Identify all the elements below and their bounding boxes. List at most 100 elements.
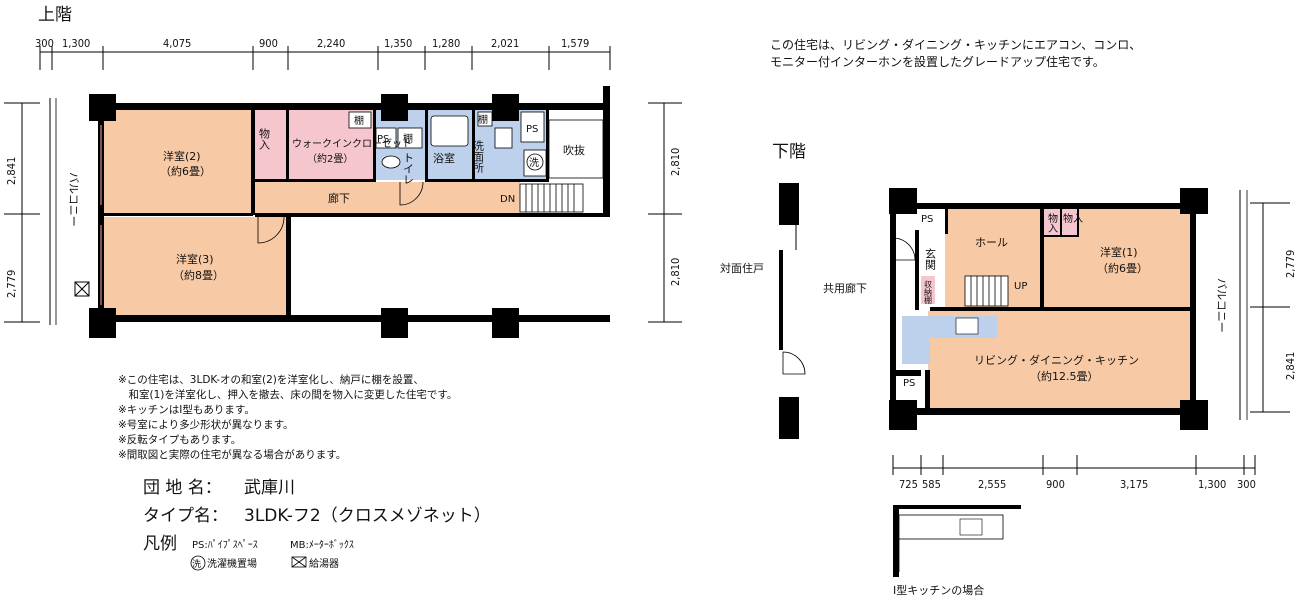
- dim-bottom-2: 585: [922, 478, 941, 491]
- legend-ps: PS:ﾊﾟｲﾌﾟｽﾍﾟｰｽ: [192, 539, 258, 551]
- up-label: UP: [1014, 281, 1027, 292]
- storage-label: 物入: [258, 127, 271, 150]
- dim-top-2: 1,300: [62, 37, 90, 50]
- corridor-area: [255, 182, 520, 214]
- storage-label-2: 物入: [1063, 212, 1083, 225]
- lower-dimension-right: 2,779 2,841: [1250, 202, 1297, 413]
- western2-label: 洋室(2): [163, 149, 201, 163]
- upper-balcony-label: バルコニー: [67, 172, 80, 227]
- legend-washer-icon-label: 洗: [192, 558, 201, 570]
- opposite-unit-wall: [779, 183, 806, 439]
- washer-icon: [526, 153, 544, 171]
- washroom-label: 洗面所: [472, 140, 485, 174]
- water-heater-icon: [74, 281, 90, 297]
- sink-icon: [955, 317, 979, 335]
- dim-top-4: 900: [259, 37, 278, 50]
- dim-lower-right-1: 2,779: [1284, 250, 1297, 278]
- ldk-label: リビング・ダイニング・キッチン: [974, 353, 1139, 367]
- dim-top-1: 300: [35, 37, 54, 50]
- ps-label-2: PS: [526, 124, 538, 135]
- upper-dimension-left: 2,841 2,779: [4, 102, 40, 323]
- upper-dimension-right: 2,810 2,810: [648, 102, 682, 323]
- entrance-label: 玄関: [924, 247, 937, 270]
- upper-walls: [89, 86, 610, 338]
- ps-label-1: PS: [377, 134, 389, 145]
- walkin-label: ウォークインクローゼット: [292, 138, 412, 150]
- dim-bottom-7: 300: [1237, 478, 1256, 491]
- dim-top-6: 1,350: [384, 37, 412, 50]
- bath-label: 浴室: [433, 151, 455, 165]
- legend-washer: 洗濯機置場: [207, 557, 257, 570]
- note-5: ※反転タイプもあります。: [118, 434, 241, 446]
- dn-label: DN: [500, 194, 515, 205]
- shelf-label-1: 棚: [354, 114, 364, 127]
- western3-label: 洋室(3): [176, 252, 214, 266]
- intro-line-1: この住宅は、リビング・ダイニング・キッチンにエアコン、コンロ、: [770, 37, 1141, 52]
- ps-lower-1: PS: [921, 214, 933, 225]
- common-corridor-label: 共用廊下: [823, 281, 867, 295]
- dim-top-5: 2,240: [317, 37, 345, 50]
- i-type-kitchen-inset: [893, 505, 1021, 577]
- western1-size: （約6畳）: [1097, 261, 1148, 275]
- shelf-label-2: 棚: [403, 132, 413, 145]
- legend-label: 凡例: [143, 534, 177, 554]
- storage-label-1: 物入: [1046, 212, 1058, 233]
- upper-floor-title: 上階: [38, 5, 72, 25]
- complex-label: 団 地 名：: [143, 478, 222, 498]
- heater-legend-icon: [291, 556, 307, 568]
- note-6: ※間取図と実際の住宅が異なる場合があります。: [118, 448, 346, 461]
- lower-doors: [892, 237, 1009, 307]
- info-block: 団 地 名： 武庫川 タイプ名： 3LDK-フ2（クロスメゾネット） 凡例 PS…: [143, 478, 491, 571]
- hall-label: ホール: [975, 236, 1008, 249]
- lower-balcony: [1239, 190, 1248, 420]
- ps-lower-2: PS: [903, 378, 915, 389]
- dim-top-9: 1,579: [561, 37, 589, 50]
- upper-stairs: [519, 183, 584, 213]
- opposite-unit-label: 対面住戸: [720, 261, 764, 275]
- washer-legend-icon: [190, 555, 206, 571]
- dim-top-8: 2,021: [491, 37, 519, 50]
- dim-bottom-3: 2,555: [978, 478, 1006, 491]
- dim-left-1: 2,841: [5, 157, 18, 185]
- shelf-label-3: 棚: [478, 113, 488, 126]
- dim-bottom-5: 3,175: [1120, 478, 1148, 491]
- washer-label: 洗: [529, 157, 539, 169]
- note-1: ※この住宅は、3LDK-オの和室(2)を洋室化し、納戸に棚を設置、: [118, 373, 424, 386]
- atrium-label: 吹抜: [563, 143, 585, 157]
- upper-dimension-top: 300 1,300 4,075 900 2,240 1,350 1,280 2,…: [35, 37, 611, 70]
- type-value: 3LDK-フ2（クロスメゾネット）: [244, 506, 491, 526]
- legend-heater: 給湯器: [309, 557, 339, 570]
- ldk-size: （約12.5畳）: [1030, 369, 1099, 383]
- complex-value: 武庫川: [244, 478, 295, 498]
- type-label: タイプ名：: [143, 506, 228, 526]
- dim-right-2: 2,810: [669, 258, 682, 286]
- dim-bottom-6: 1,300: [1198, 478, 1226, 491]
- storage-closet: [255, 110, 286, 180]
- note-2: 和室(1)を洋室化し、押入を撤去、床の間を物入に変更した住宅です。: [118, 388, 457, 401]
- western2-size: （約6畳）: [160, 164, 211, 178]
- lower-balcony-label: バルコニー: [1215, 278, 1228, 333]
- lower-floor-title: 下階: [772, 142, 806, 162]
- western1-label: 洋室(1): [1100, 245, 1138, 259]
- dim-right-1: 2,810: [669, 148, 682, 176]
- notes-block: ※この住宅は、3LDK-オの和室(2)を洋室化し、納戸に棚を設置、 和室(1)を…: [118, 373, 457, 461]
- shoe-closet: [921, 276, 935, 304]
- i-type-kitchen-caption: I型キッチンの場合: [893, 583, 984, 597]
- dim-lower-right-2: 2,841: [1284, 352, 1297, 380]
- western3-size: （約8畳）: [173, 268, 224, 282]
- corridor-label: 廊下: [328, 191, 350, 205]
- upper-doors: [257, 181, 424, 244]
- kitchen-counter-top: [902, 316, 997, 338]
- dim-left-2: 2,779: [5, 270, 18, 298]
- dim-bottom-4: 900: [1046, 478, 1065, 491]
- shoe-closet-label: 収納棚: [924, 279, 933, 305]
- dim-top-7: 1,280: [432, 37, 460, 50]
- legend-mb: MB:ﾒｰﾀｰﾎﾞｯｸｽ: [290, 539, 354, 551]
- lower-walls: [889, 188, 1208, 430]
- lower-dimension-bottom: 725 585 2,555 900 3,175 1,300 300: [892, 455, 1256, 491]
- western-room-2: [103, 110, 251, 215]
- toilet-label: トイレ: [402, 152, 415, 185]
- intro-line-2: モニター付インターホンを設置したグレードアップ住宅です。: [770, 54, 1105, 69]
- dim-bottom-1: 725: [899, 478, 918, 491]
